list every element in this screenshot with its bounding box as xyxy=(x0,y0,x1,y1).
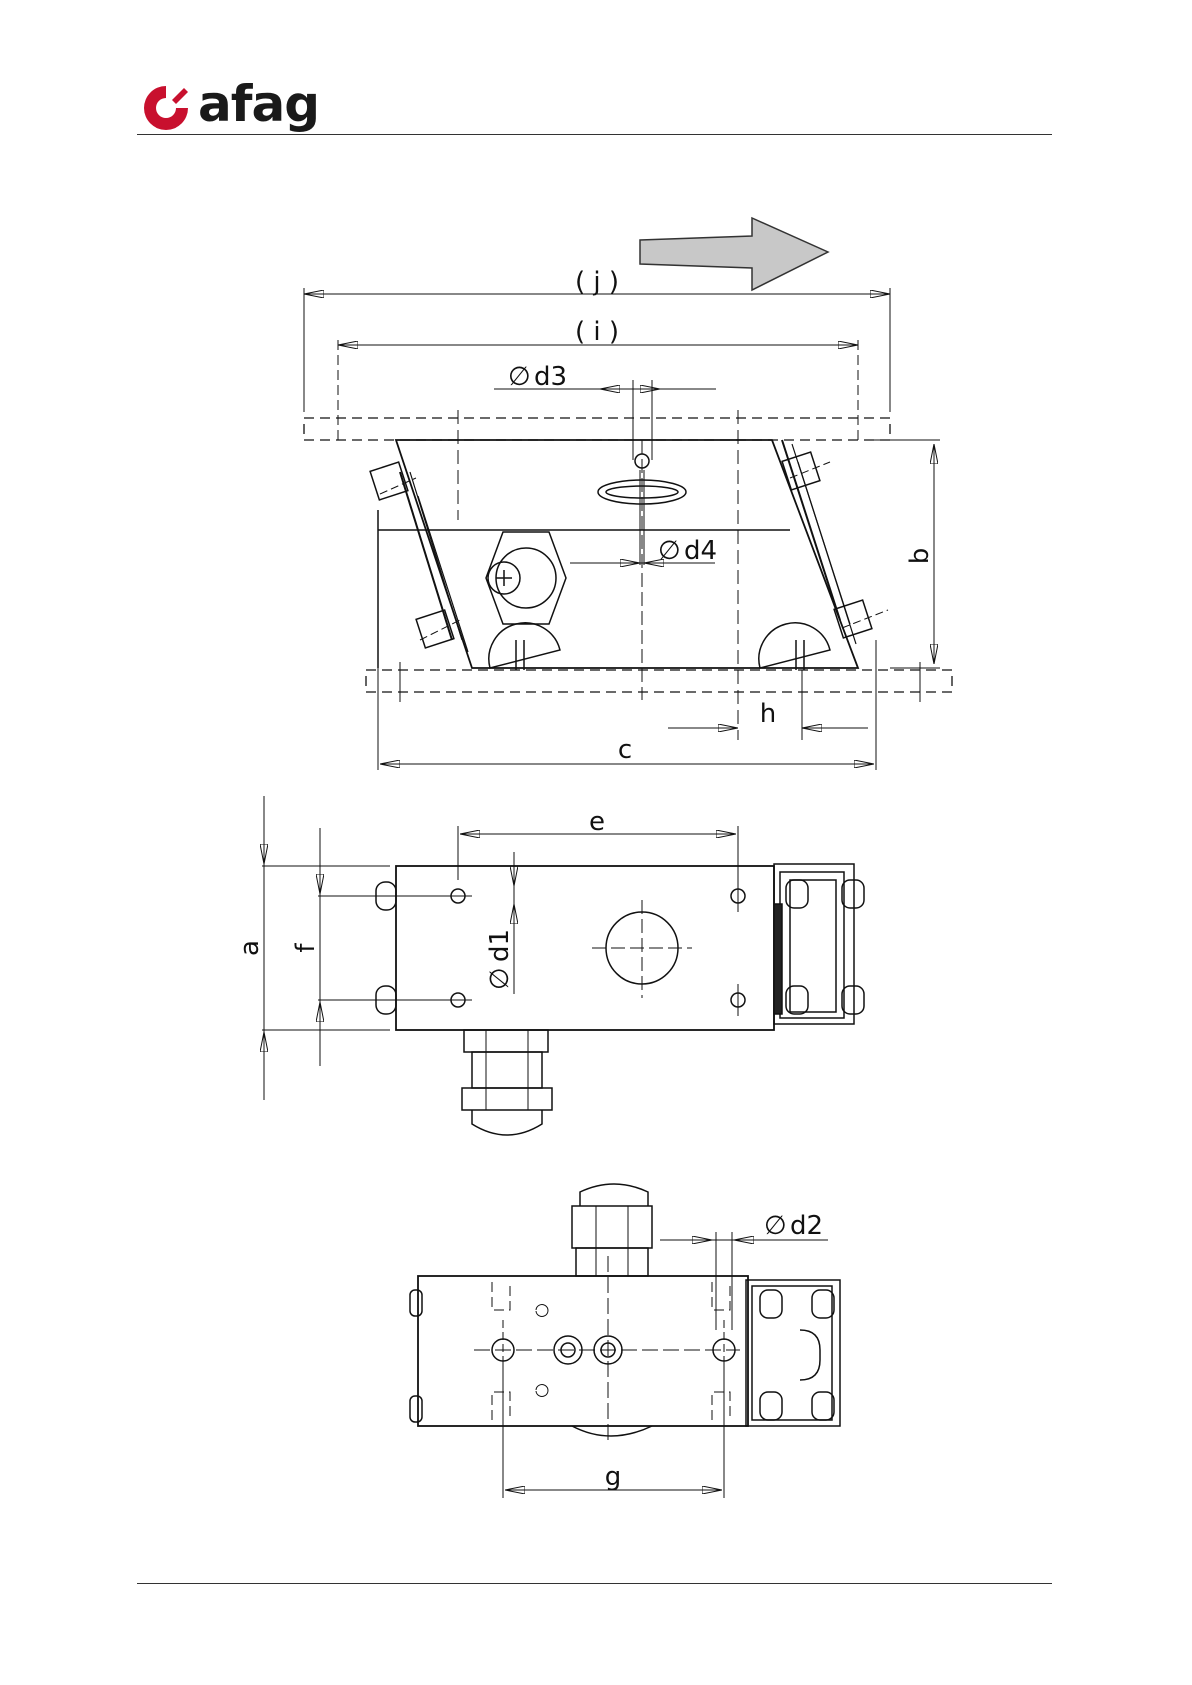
direction-arrow xyxy=(640,218,828,290)
diameter-symbol-d3: ∅ xyxy=(508,362,531,392)
dim-label-d3: d3 xyxy=(534,362,567,392)
dim-label-e: e xyxy=(589,807,605,837)
plan-view xyxy=(262,796,864,1135)
dim-label-b: b xyxy=(905,548,935,565)
diameter-symbol-d4: ∅ xyxy=(658,536,681,566)
side-elevation-view xyxy=(304,288,952,770)
diameter-symbol-d1: ∅ xyxy=(485,967,515,990)
dim-label-i: ( i ) xyxy=(575,317,619,347)
footer-rule xyxy=(137,1583,1052,1584)
dim-label-a: a xyxy=(235,940,265,956)
dim-label-d2: d2 xyxy=(790,1211,823,1241)
dim-label-h: h xyxy=(760,699,776,729)
diameter-symbol-d2: ∅ xyxy=(764,1211,787,1241)
dim-label-j: ( j ) xyxy=(575,267,619,297)
dim-label-d1: d1 xyxy=(485,929,515,962)
dim-label-f: f xyxy=(291,943,321,953)
dim-label-d4: d4 xyxy=(684,536,717,566)
dim-label-c: c xyxy=(618,735,632,765)
dim-label-g: g xyxy=(605,1462,622,1492)
